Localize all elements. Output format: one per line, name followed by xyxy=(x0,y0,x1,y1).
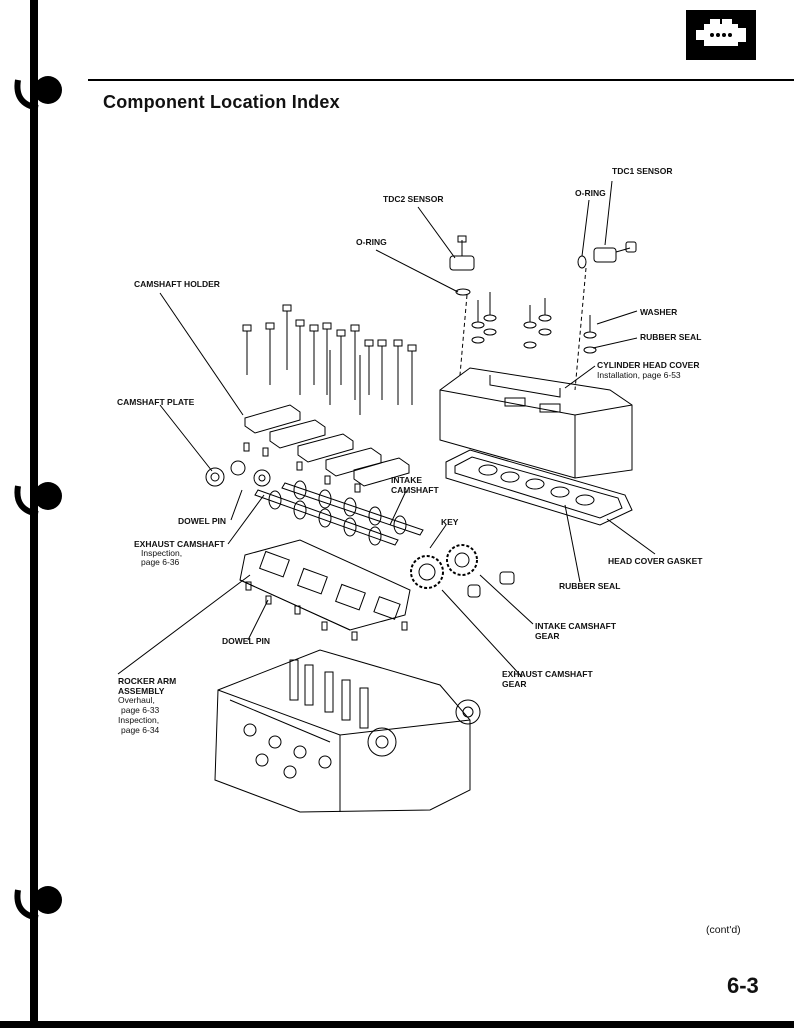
bottom-rule xyxy=(0,1021,794,1028)
label-head-cover-gasket: HEAD COVER GASKET xyxy=(608,556,703,566)
label-o-ring-left: O-RING xyxy=(356,237,387,247)
label-exhaust-camshaft-ref2: page 6-36 xyxy=(141,557,180,567)
label-rubber-seal-bottom: RUBBER SEAL xyxy=(559,581,621,591)
label-rocker-arm-line2: ASSEMBLY xyxy=(118,686,165,696)
label-rocker-arm-ref4: page 6-34 xyxy=(121,725,160,735)
label-cylinder-head-cover: CYLINDER HEAD COVER xyxy=(597,360,700,370)
label-dowel-pin-upper: DOWEL PIN xyxy=(178,516,227,526)
label-exhaust-camshaft-gear-line2: GEAR xyxy=(502,679,527,689)
continued-note: (cont'd) xyxy=(706,924,741,936)
label-exhaust-camshaft-ref1: Inspection, xyxy=(141,548,183,558)
page-number: 6-3 xyxy=(727,973,759,998)
label-intake-camshaft-line2: CAMSHAFT xyxy=(391,485,439,495)
label-intake-camshaft-gear-line2: GEAR xyxy=(535,631,560,641)
binder-ring-icon xyxy=(14,76,62,111)
engine-icon xyxy=(686,10,756,60)
binder-ring-icon xyxy=(14,886,62,921)
label-camshaft-holder: CAMSHAFT HOLDER xyxy=(134,279,220,289)
header-rule xyxy=(88,79,794,81)
label-exhaust-camshaft: EXHAUST CAMSHAFT xyxy=(134,539,225,549)
label-rubber-seal-top: RUBBER SEAL xyxy=(640,332,702,342)
page-title: Component Location Index xyxy=(103,92,340,112)
label-intake-camshaft-line1: INTAKE xyxy=(391,475,423,485)
binder-ring-icon xyxy=(14,482,62,517)
label-rocker-arm-ref2: page 6-33 xyxy=(121,705,160,715)
label-dowel-pin-lower: DOWEL PIN xyxy=(222,636,271,646)
label-rocker-arm-ref3: Inspection, xyxy=(118,715,160,725)
label-o-ring-right: O-RING xyxy=(575,188,606,198)
label-tdc2-sensor: TDC2 SENSOR xyxy=(383,194,444,204)
label-washer: WASHER xyxy=(640,307,678,317)
label-rocker-arm-ref1: Overhaul, xyxy=(118,695,155,705)
label-tdc1-sensor: TDC1 SENSOR xyxy=(612,166,673,176)
label-intake-camshaft-gear-line1: INTAKE CAMSHAFT xyxy=(535,621,617,631)
label-key: KEY xyxy=(441,517,459,527)
label-exhaust-camshaft-gear-line1: EXHAUST CAMSHAFT xyxy=(502,669,593,679)
label-camshaft-plate: CAMSHAFT PLATE xyxy=(117,397,195,407)
label-rocker-arm-line1: ROCKER ARM xyxy=(118,676,177,686)
label-cylinder-head-cover-ref: Installation, page 6-53 xyxy=(597,370,681,380)
